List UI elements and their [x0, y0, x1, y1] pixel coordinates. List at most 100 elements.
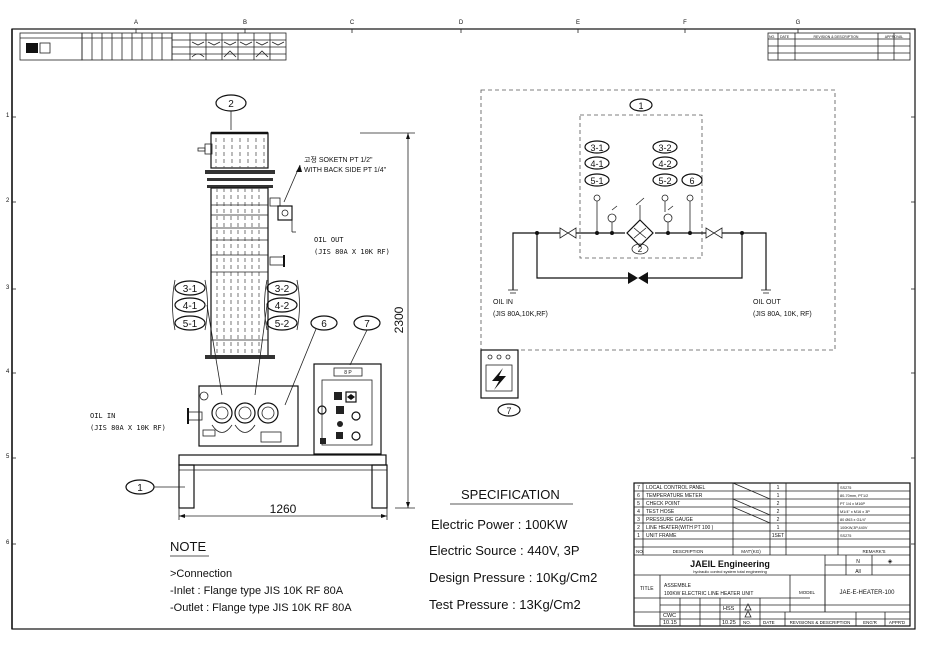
oil-in-spec: (JIS 80A X 10K RF) — [90, 424, 166, 432]
company-logo-icon: ◈ — [888, 559, 893, 565]
rev-footer-engr: ENG'R — [863, 620, 878, 625]
callout-bubble — [266, 280, 298, 296]
note-line-2: -Inlet : Flange type JIS 10K RF 80A — [170, 585, 344, 597]
title-label: TITLE — [640, 586, 654, 592]
oil-out-spec: (JIS 80A X 10K RF) — [314, 248, 390, 256]
spec-line-2: Electric Source : 440V, 3P — [429, 543, 580, 558]
callout-right-1: 3-2 — [275, 284, 290, 295]
bypass-valve-icon — [628, 272, 638, 284]
pid-oil-out-label: OIL OUT — [753, 299, 781, 306]
callout-left-3: 5-1 — [183, 319, 198, 330]
callout-bubble — [652, 140, 678, 154]
bom-cell-qty: 1 — [777, 493, 780, 499]
bom-cell-desc: TEMPERATURE METER — [646, 493, 703, 499]
pid-oil-in-spec: (JIS 80A,10K,RF) — [493, 311, 548, 318]
valve-icon — [705, 227, 715, 239]
callout-panel: 7 — [364, 319, 370, 330]
bom-header-no: NO. — [636, 549, 644, 554]
bom-cell-qty: 2 — [777, 509, 780, 515]
bom-cell-remark: M1/4" x M16 x 3P — [840, 510, 870, 514]
date-2: 10.25 — [722, 620, 736, 626]
pid-right-4: 6 — [689, 176, 694, 186]
rev-footer-desc: REVISIONS & DESCRIPTION — [790, 620, 851, 625]
model-value: JAE-E-HEATER-100 — [840, 590, 896, 596]
callout-right-2: 4-2 — [275, 301, 290, 312]
callout-bubble — [631, 243, 649, 255]
pid-heater-label: 2 — [638, 245, 643, 254]
specification-section: SPECIFICATION Electric Power : 100KW Ele… — [429, 487, 597, 612]
callout-bubble — [266, 315, 298, 331]
row-number-1: 1 — [6, 113, 10, 119]
callout-bubble — [584, 173, 610, 187]
callout-frame: 1 — [137, 483, 143, 494]
bom-cell-no: 5 — [637, 501, 640, 507]
title-line-2: 100KW ELECTRIC LINE HEATER UNIT — [664, 591, 753, 597]
bom-cell-qty: 2 — [777, 501, 780, 507]
bom-cell-remark: 80 Ø63 x G1/4" — [840, 518, 867, 522]
title-line-1: ASSEMBLE — [664, 583, 692, 589]
callout-bubble — [652, 156, 678, 170]
rev-header-date: DATE — [780, 35, 790, 39]
pid-oil-in-label: OIL IN — [493, 299, 513, 306]
rev-header-approval: APPROVAL — [885, 35, 904, 39]
pid-oil-out-spec: (JIS 80A, 10K, RF) — [753, 311, 812, 318]
border-column-letters: A B C D E F G — [134, 20, 801, 26]
col-letter-f: F — [683, 20, 687, 26]
company-name: JAEIL Engineering — [690, 559, 770, 569]
callout-top-label: 2 — [228, 99, 234, 110]
date-1: 10.15 — [663, 620, 677, 626]
note-line-3: -Outlet : Flange type JIS 10K RF 80A — [170, 602, 352, 614]
callout-bubble — [497, 403, 521, 417]
row-number-5: 5 — [6, 454, 10, 460]
callout-left-2: 4-1 — [183, 301, 198, 312]
spec-line-1: Electric Power : 100KW — [431, 517, 568, 532]
bom-cell-desc: PRESSURE GAUGE — [646, 517, 694, 523]
valve-icon — [713, 227, 723, 239]
bom-cell-no: 1 — [637, 533, 640, 539]
bom-cell-no: 2 — [637, 525, 640, 531]
heater-icon — [626, 219, 654, 247]
callout-bubble — [652, 173, 678, 187]
row-number-6: 6 — [6, 540, 10, 546]
pid-right-1: 3-2 — [658, 143, 671, 153]
bom-cell-desc: LINE HEATER(WITH PT 100 ) — [646, 525, 714, 531]
callout-bubble — [584, 156, 610, 170]
oil-in-label: OIL IN — [90, 412, 115, 420]
rev-header-desc: REVISION & DESCRIPTION — [814, 35, 859, 39]
revision-triangle-icon — [744, 603, 752, 611]
border-row-numbers: 1 2 3 4 5 6 — [6, 113, 10, 546]
bom-cell-qty: 1 — [777, 485, 780, 491]
socket-note-line2: WITH BACK SIDE PT 1/4" — [304, 167, 387, 174]
scale-value: N — [856, 559, 860, 565]
revision-block: NO. DATE REVISION & DESCRIPTION APPROVAL — [767, 32, 911, 61]
row-number-2: 2 — [6, 198, 10, 204]
col-letter-c: C — [350, 20, 355, 26]
bom-cell-desc: UNIT FRAME — [646, 533, 677, 539]
bom-cell-no: 6 — [637, 493, 640, 499]
note-section: NOTE >Connection -Inlet : Flange type JI… — [170, 539, 352, 614]
pid-diagram: 1 3-1 4-1 5-1 3-2 4-2 5-2 6 — [480, 89, 836, 417]
socket-note-line1: 고정 SOKETN PT 1/2" — [304, 155, 373, 164]
checked-by: HSS — [723, 606, 735, 612]
pid-right-2: 4-2 — [658, 159, 671, 169]
bom-cell-desc: CHECK POINT — [646, 501, 680, 507]
callout-right-3: 5-2 — [275, 319, 290, 330]
pid-left-1: 3-1 — [590, 143, 603, 153]
pid-callout-top: 1 — [638, 101, 643, 111]
col-letter-d: D — [459, 20, 464, 26]
valve-icon — [567, 227, 577, 239]
bom-cell-desc: LOCAL CONTROL PANEL — [646, 485, 705, 491]
dim-width: 1260 — [270, 502, 297, 516]
rev-header-no: NO. — [769, 35, 775, 39]
bom-cell-no: 7 — [637, 485, 640, 491]
revision-triangle-icon — [744, 610, 752, 618]
callout-bubble — [584, 140, 610, 154]
callout-panel-cable: 6 — [321, 319, 327, 330]
company-subtitle: hydraulic control system total engineeri… — [693, 569, 767, 574]
border-ticks — [12, 29, 915, 545]
pid-left-2: 4-1 — [590, 159, 603, 169]
top-left-legend — [19, 32, 287, 61]
